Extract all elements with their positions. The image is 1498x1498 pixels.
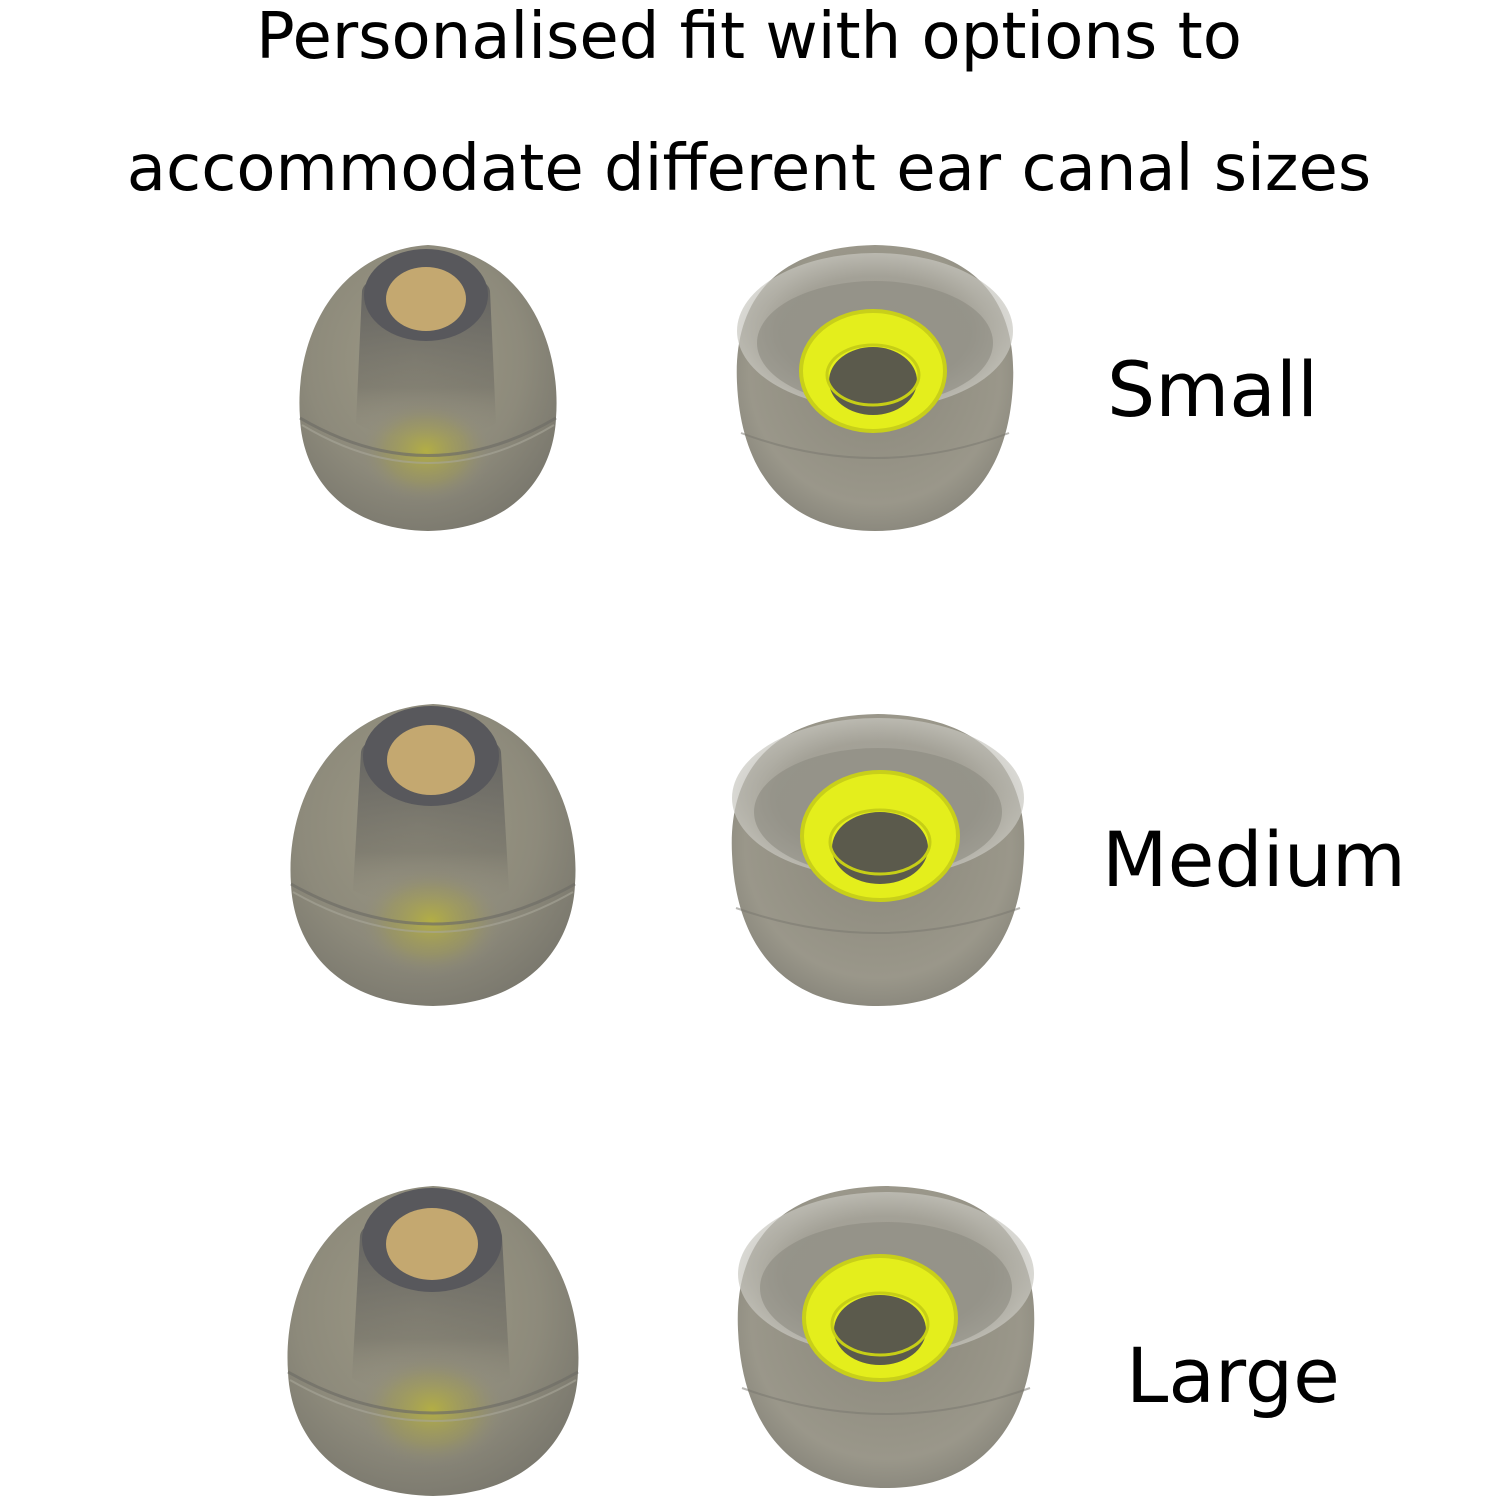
size-label-small: Small xyxy=(1107,345,1319,434)
top-view-eartip-large xyxy=(734,1184,1038,1490)
eartip-side-illustration xyxy=(287,1186,579,1496)
eartip-side-illustration xyxy=(290,704,576,1006)
side-view-eartip-small xyxy=(296,243,560,533)
headline-line-2: accommodate different ear canal sizes xyxy=(126,132,1372,206)
top-view-eartip-small xyxy=(733,243,1017,533)
headline-line-1: Personalised fit with options to xyxy=(256,0,1242,74)
side-view-eartip-large xyxy=(284,1184,582,1498)
size-label-large: Large xyxy=(1126,1331,1340,1420)
size-label-medium: Medium xyxy=(1102,815,1406,904)
eartip-side-illustration xyxy=(299,245,557,531)
top-view-eartip-medium xyxy=(728,712,1028,1008)
eartip-top-illustration xyxy=(731,714,1025,1006)
eartip-top-illustration xyxy=(737,1186,1035,1488)
eartip-top-illustration xyxy=(736,245,1014,531)
side-view-eartip-medium xyxy=(287,702,579,1008)
